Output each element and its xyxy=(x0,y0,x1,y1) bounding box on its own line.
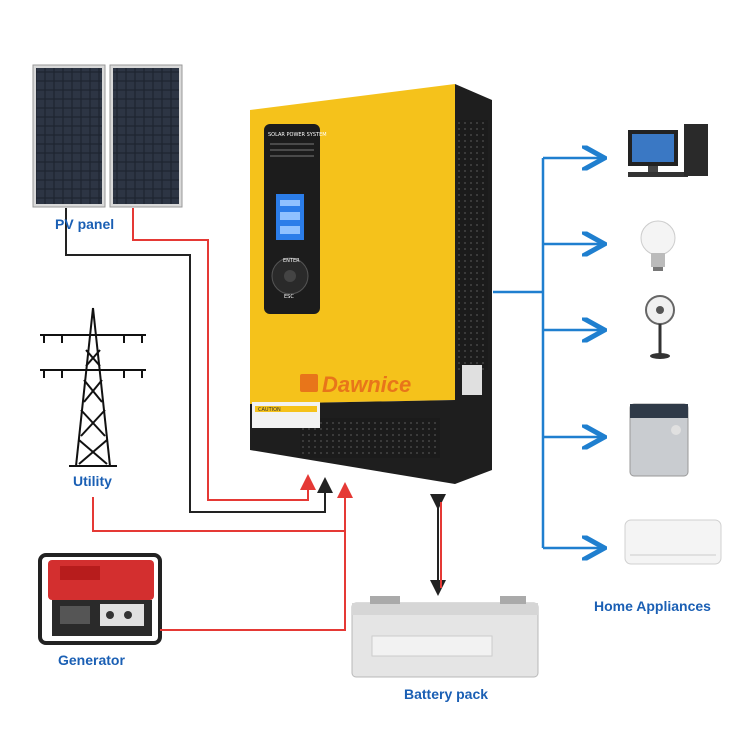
desktop-computer-icon xyxy=(628,124,708,177)
generator-label: Generator xyxy=(58,652,125,668)
light-bulb-icon xyxy=(641,221,675,271)
pv-panel-icon xyxy=(33,65,182,207)
electric-fan-icon xyxy=(646,296,674,359)
ac-output-bus xyxy=(493,158,602,548)
air-conditioner-icon xyxy=(625,520,721,564)
utility-label: Utility xyxy=(73,473,112,489)
pv-panel-label: PV panel xyxy=(55,216,114,232)
inverter-brand: Dawnice xyxy=(322,372,411,397)
caution-label: CAUTION xyxy=(258,407,281,413)
utility-tower-icon xyxy=(40,308,146,466)
enter-key-label: ENTER xyxy=(283,258,300,264)
esc-key-label: ESC xyxy=(284,294,294,300)
battery-pack-label: Battery pack xyxy=(404,686,488,702)
screen-title: SOLAR POWER SYSTEM xyxy=(268,132,327,138)
inverter: CAUTION SOLAR POWER SYSTEM ENTER ESC Daw… xyxy=(250,84,492,484)
generator-wire-red xyxy=(160,531,345,630)
washing-machine-icon xyxy=(630,404,688,476)
battery-link xyxy=(438,502,441,588)
battery-pack-icon xyxy=(352,596,538,677)
generator-icon xyxy=(40,555,160,643)
home-appliances-label: Home Appliances xyxy=(594,598,711,614)
